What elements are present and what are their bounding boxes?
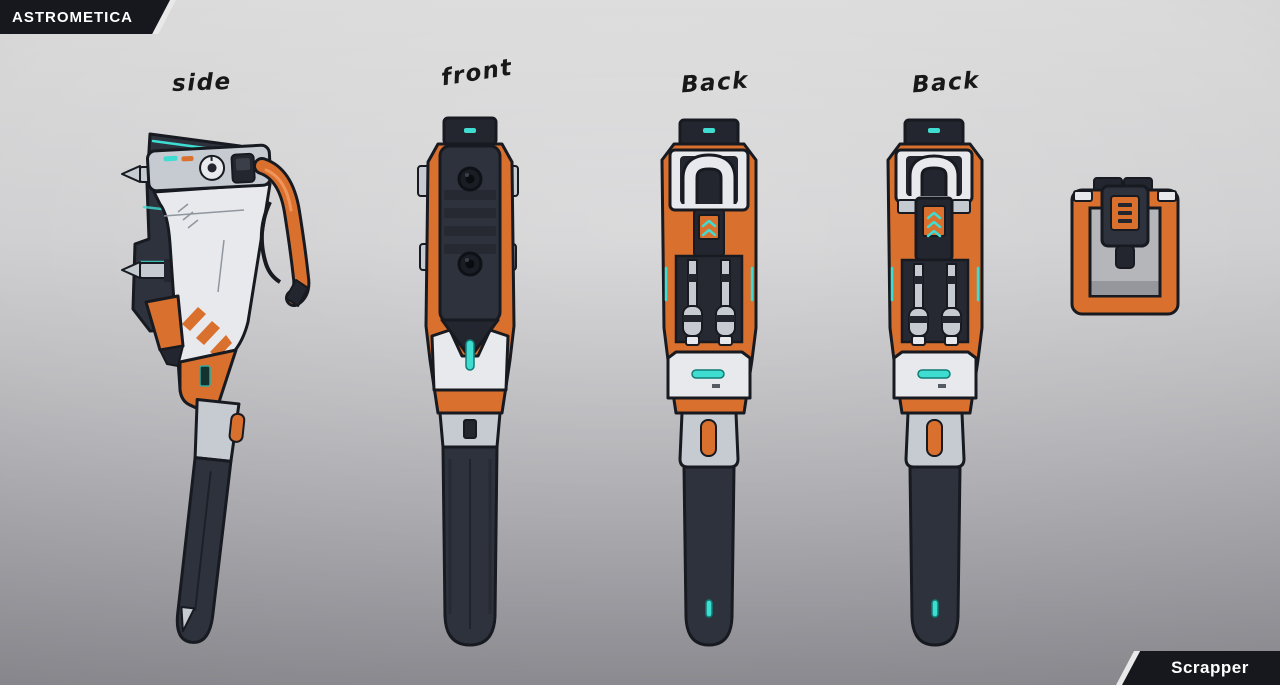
astrometica-badge: ASTROMETICA — [0, 0, 176, 34]
scrapper-back-view-1-drawing — [660, 118, 758, 647]
scrapper-head-detail-drawing — [1070, 177, 1180, 316]
scrapper-side-view — [120, 112, 320, 662]
scrapper-front-view-drawing — [417, 116, 519, 647]
scrapper-badge: Scrapper — [1116, 651, 1280, 685]
astrometica-badge-label: ASTROMETICA — [12, 8, 133, 26]
view-label-back-2: Back — [911, 67, 981, 99]
view-label-front: front — [439, 54, 515, 92]
scrapper-back-view-2 — [876, 114, 994, 664]
view-label-side: side — [171, 68, 233, 98]
scrapper-back-view-1 — [650, 114, 768, 664]
scrapper-back-view-2-drawing — [886, 118, 984, 647]
scrapper-head-detail-view — [1064, 176, 1186, 331]
scrapper-front-view — [412, 114, 524, 664]
scrapper-side-view-drawing — [121, 132, 311, 644]
scrapper-badge-label: Scrapper — [1171, 658, 1249, 677]
view-label-back-1: Back — [680, 67, 750, 99]
